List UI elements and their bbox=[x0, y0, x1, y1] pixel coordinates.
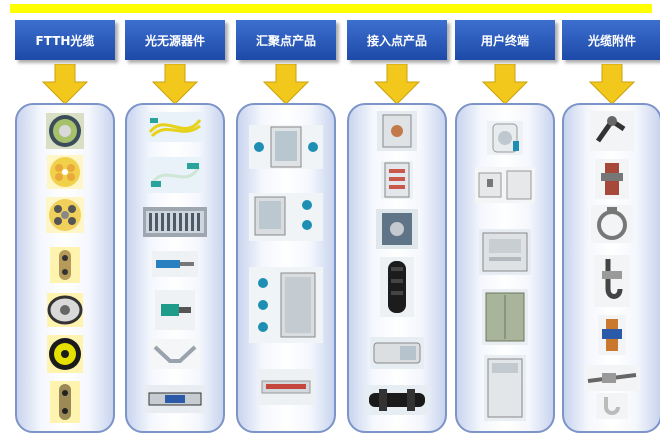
top-banner-bar bbox=[10, 4, 652, 13]
drop-cable-icon[interactable] bbox=[47, 293, 83, 327]
column-header[interactable]: 光无源器件 bbox=[125, 20, 225, 60]
anchor-icon[interactable] bbox=[598, 315, 626, 355]
cable-cross-section-icon[interactable] bbox=[46, 197, 84, 233]
column-header-label: 光无源器件 bbox=[144, 33, 205, 48]
column-aggregation-products: 汇聚点产品 bbox=[236, 20, 336, 435]
tension-clamp-icon[interactable] bbox=[584, 365, 640, 391]
product-panel bbox=[347, 103, 447, 433]
product-panel bbox=[15, 103, 115, 433]
down-arrow-icon bbox=[41, 64, 89, 104]
product-panel bbox=[125, 103, 225, 433]
connector-icon[interactable] bbox=[152, 251, 198, 277]
product-panel bbox=[236, 103, 336, 433]
hoop-icon[interactable] bbox=[591, 205, 633, 243]
column-header[interactable]: FTTH光缆 bbox=[15, 20, 115, 60]
fiber-pigtail-icon[interactable] bbox=[146, 112, 204, 142]
cable-cross-section-icon[interactable] bbox=[47, 335, 83, 373]
product-panel bbox=[455, 103, 555, 433]
outdoor-cabinet-icon[interactable] bbox=[482, 289, 528, 345]
clamp-icon[interactable] bbox=[590, 111, 634, 151]
cable-cross-section-icon[interactable] bbox=[46, 113, 84, 149]
adapter-icon[interactable] bbox=[150, 339, 200, 369]
splice-closure-icon[interactable] bbox=[380, 257, 414, 317]
column-header-label: 用户终端 bbox=[480, 33, 529, 48]
down-arrow-icon bbox=[373, 64, 421, 104]
drop-cable-icon[interactable] bbox=[50, 381, 80, 423]
column-ftth-cable: FTTH光缆 bbox=[15, 20, 115, 435]
down-arrow-icon bbox=[588, 64, 636, 104]
ont-box-icon[interactable] bbox=[479, 229, 531, 275]
down-arrow-icon bbox=[151, 64, 199, 104]
fiber-patchcord-icon[interactable] bbox=[147, 157, 203, 193]
product-panel bbox=[562, 103, 660, 433]
outdoor-cabinet-icon[interactable] bbox=[484, 355, 526, 421]
patch-panel-icon[interactable] bbox=[258, 369, 314, 405]
column-header-label: 接入点产品 bbox=[366, 33, 427, 48]
column-user-terminal: 用户终端 bbox=[455, 20, 555, 435]
connector-icon[interactable] bbox=[155, 290, 195, 330]
column-header[interactable]: 汇聚点产品 bbox=[236, 20, 336, 60]
distribution-box-icon[interactable] bbox=[377, 111, 417, 151]
terminal-box-icon[interactable] bbox=[370, 337, 424, 369]
wall-box-icon[interactable] bbox=[376, 209, 418, 249]
column-header[interactable]: 光缆附件 bbox=[562, 20, 660, 60]
column-passive-components: 光无源器件 bbox=[125, 20, 225, 435]
column-header[interactable]: 接入点产品 bbox=[347, 20, 447, 60]
splitter-box-icon[interactable] bbox=[145, 385, 205, 413]
hook-icon[interactable] bbox=[596, 393, 628, 419]
wall-box-icon[interactable] bbox=[249, 193, 323, 241]
column-header-label: 光缆附件 bbox=[587, 33, 636, 48]
column-header-label: FTTH光缆 bbox=[35, 33, 95, 48]
bracket-icon[interactable] bbox=[595, 159, 629, 199]
splitter-rack-icon[interactable] bbox=[143, 207, 207, 237]
wall-box-icon[interactable] bbox=[381, 161, 413, 199]
down-arrow-icon bbox=[262, 64, 310, 104]
down-arrow-icon bbox=[481, 64, 529, 104]
column-access-products: 接入点产品 bbox=[347, 20, 447, 435]
cable-cross-section-icon[interactable] bbox=[47, 155, 83, 189]
odf-cabinet-icon[interactable] bbox=[249, 125, 323, 169]
column-header[interactable]: 用户终端 bbox=[455, 20, 555, 60]
rosette-box-icon[interactable] bbox=[487, 121, 523, 155]
splice-closure-icon[interactable] bbox=[365, 385, 429, 415]
drop-cable-icon[interactable] bbox=[50, 247, 80, 283]
outdoor-cabinet-icon[interactable] bbox=[249, 267, 323, 343]
hook-icon[interactable] bbox=[594, 255, 630, 307]
column-cable-accessories: 光缆附件 bbox=[562, 20, 660, 435]
socket-panel-icon[interactable] bbox=[475, 167, 535, 203]
column-header-label: 汇聚点产品 bbox=[255, 33, 316, 48]
